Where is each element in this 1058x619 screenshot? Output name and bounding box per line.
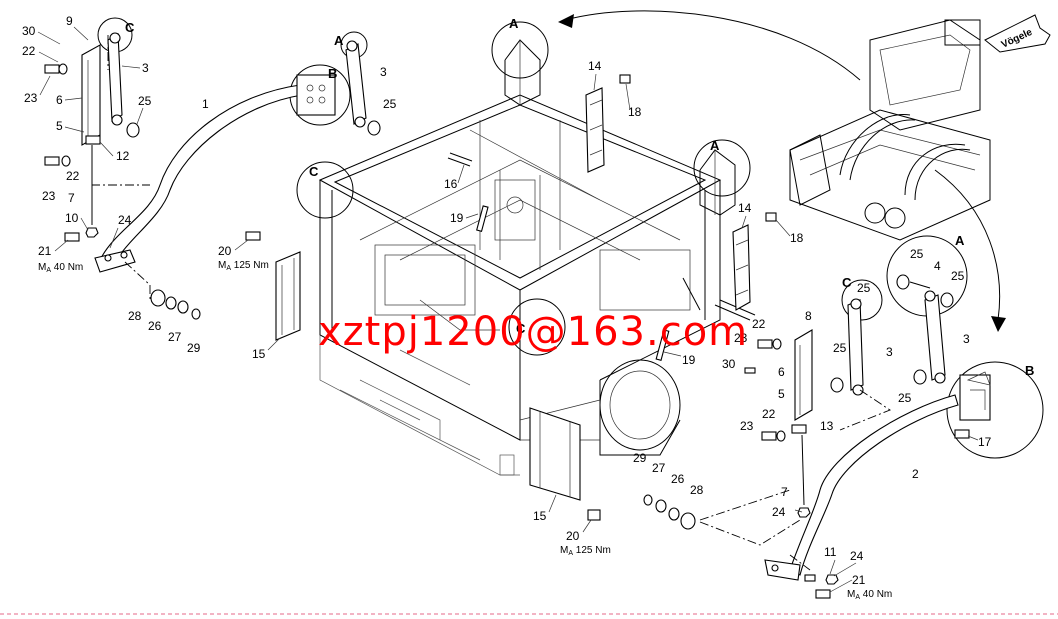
- label-29: 29: [187, 341, 201, 355]
- callout-b-left: B: [328, 66, 337, 81]
- label-24: 24: [118, 213, 132, 227]
- label-3: 3: [142, 61, 149, 75]
- label-26: 26: [148, 319, 162, 333]
- label-2: 2: [912, 467, 919, 481]
- torque-125-left: MA 125 Nm: [218, 260, 269, 272]
- callout-c-lower: C: [516, 321, 526, 336]
- callout-c-left: C: [125, 20, 135, 35]
- label-18-lower: 18: [790, 231, 804, 245]
- leader-lines: [37, 26, 979, 593]
- bracket-15-lower: [529, 407, 601, 521]
- label-5-r: 5: [778, 387, 785, 401]
- right-assembly: [643, 274, 991, 599]
- label-5: 5: [56, 119, 63, 133]
- label-15-left: 15: [252, 347, 266, 361]
- label-23: 23: [24, 91, 38, 105]
- label-22-b: 22: [66, 169, 80, 183]
- label-29-r: 29: [633, 451, 647, 465]
- label-9: 9: [66, 14, 73, 28]
- label-19-upper: 19: [450, 211, 464, 225]
- label-1: 1: [202, 97, 209, 111]
- label-20-left: 20: [218, 244, 232, 258]
- callout-c-right: C: [842, 275, 852, 290]
- callout-a-right: A: [710, 138, 720, 153]
- label-25: 25: [138, 94, 152, 108]
- label-18-upper: 18: [628, 105, 642, 119]
- torque-125-lower: MA 125 Nm: [560, 545, 611, 557]
- label-25-r2: 25: [857, 281, 871, 295]
- label-4: 4: [934, 259, 941, 273]
- plate-14-upper: [585, 74, 631, 173]
- label-25-rod: 25: [383, 97, 397, 111]
- label-8: 8: [805, 309, 812, 323]
- label-24-r2: 24: [850, 549, 864, 563]
- label-22-r: 22: [752, 317, 766, 331]
- label-13: 13: [820, 419, 834, 433]
- main-frame: [318, 39, 756, 476]
- bracket-15-left: [245, 231, 301, 341]
- label-20-lower: 20: [566, 529, 580, 543]
- callout-b-right: B: [1025, 363, 1034, 378]
- label-17: 17: [978, 435, 992, 449]
- paver-machine: Vögele: [789, 14, 1051, 241]
- label-7-r: 7: [781, 485, 788, 499]
- label-3-r2: 3: [963, 332, 970, 346]
- plate-14-lower: [732, 212, 777, 311]
- label-27-r: 27: [652, 461, 666, 475]
- label-7: 7: [68, 191, 75, 205]
- label-12: 12: [116, 149, 130, 163]
- label-15-lower: 15: [533, 509, 547, 523]
- label-21-r: 21: [852, 573, 866, 587]
- left-assembly: [44, 32, 381, 320]
- label-30-r: 30: [722, 357, 736, 371]
- label-19-lower: 19: [682, 353, 696, 367]
- label-14-lower: 14: [738, 201, 752, 215]
- torque-right: MA 40 Nm: [847, 589, 892, 601]
- label-22-r2: 22: [762, 407, 776, 421]
- callout-a-rod: A: [334, 33, 344, 48]
- label-22: 22: [22, 44, 36, 58]
- label-3-rod: 3: [380, 65, 387, 79]
- label-25-r4: 25: [951, 269, 965, 283]
- label-16: 16: [444, 177, 458, 191]
- callout-c-frame: C: [309, 164, 319, 179]
- label-23-b: 23: [42, 189, 56, 203]
- label-6-r: 6: [778, 365, 785, 379]
- callout-a-detail: A: [955, 233, 965, 248]
- label-3-r1: 3: [886, 345, 893, 359]
- watermark-text: xztpj1200@163.com: [318, 309, 748, 355]
- label-6: 6: [56, 93, 63, 107]
- label-25-r5: 25: [898, 391, 912, 405]
- label-26-r: 26: [671, 472, 685, 486]
- pointer-arrows: [558, 10, 1006, 332]
- label-28: 28: [128, 309, 142, 323]
- label-10: 10: [65, 211, 79, 225]
- label-28-r: 28: [690, 483, 704, 497]
- label-24-r: 24: [772, 505, 786, 519]
- label-27: 27: [168, 330, 182, 344]
- label-25-r3: 25: [910, 247, 924, 261]
- torque-left: MA 40 Nm: [38, 262, 83, 274]
- label-25-r1: 25: [833, 341, 847, 355]
- label-14-upper: 14: [588, 59, 602, 73]
- label-11: 11: [824, 545, 837, 559]
- label-30: 30: [22, 24, 36, 38]
- label-23-r: 23: [734, 331, 748, 345]
- part-labels: 30 9 22 3 23 6 25 1 5 12 22 23 7 10 24 2…: [22, 14, 992, 601]
- label-23-r2: 23: [740, 419, 754, 433]
- label-21: 21: [38, 244, 52, 258]
- callout-a-top: A: [509, 16, 519, 31]
